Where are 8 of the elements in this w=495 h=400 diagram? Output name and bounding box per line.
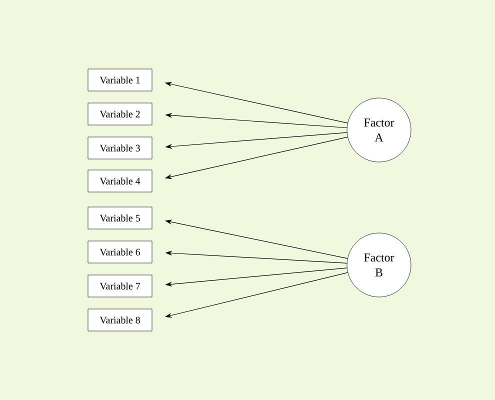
- variable-box: Variable 8: [88, 308, 152, 332]
- variable-box: Variable 3: [88, 136, 152, 160]
- variable-box: Variable 2: [88, 102, 152, 126]
- variable-box: Variable 5: [88, 206, 152, 230]
- variable-box: Variable 6: [88, 240, 152, 264]
- variable-box: Variable 4: [88, 170, 152, 192]
- variable-box: Variable 7: [88, 274, 152, 298]
- variable-box: Variable 1: [88, 68, 152, 92]
